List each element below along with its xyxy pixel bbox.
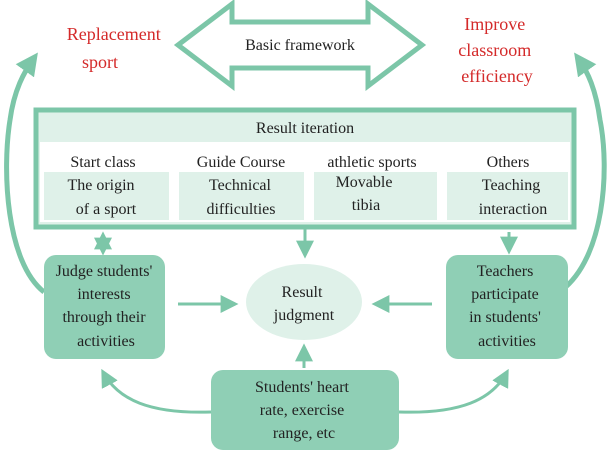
iteration-title: Result iteration — [256, 120, 354, 137]
bottom-box-line-1: Students' heart — [255, 379, 350, 396]
col1-body-line-2: of a sport — [76, 201, 137, 218]
col4-heading: Others — [487, 154, 530, 171]
bottom-box-line-2: rate, exercise — [260, 402, 344, 419]
bottom-box — [211, 370, 399, 450]
col3-heading: athletic sports — [327, 154, 416, 171]
result-judgment-ellipse — [246, 264, 362, 340]
col3-body-line-1: Movable — [336, 174, 393, 191]
outer-left-curve-arrow — [4, 52, 46, 294]
improve-line-1: Improve — [464, 14, 525, 34]
right-box-line-3: in students' — [469, 309, 541, 326]
bottom-box-line-3: range, etc — [273, 425, 335, 442]
left-box-line-3: through their — [62, 309, 146, 326]
col2-box — [179, 172, 304, 220]
result-judgment-line-2: judgment — [273, 307, 335, 324]
right-box-text: Teachers participate in students' activi… — [469, 263, 545, 350]
improve-line-3: efficiency — [461, 66, 533, 86]
left-box-line-4: activities — [77, 333, 135, 350]
left-box — [44, 255, 165, 359]
replacement-line-2: sport — [82, 52, 118, 72]
outer-right-curve-arrow — [560, 52, 607, 292]
col2-body-line-2: difficulties — [206, 201, 275, 218]
col4-body-line-2: interaction — [479, 201, 547, 218]
col1-heading: Start class — [70, 154, 135, 171]
col1-body-line-1: The origin — [67, 177, 134, 194]
left-box-line-1: Judge students' — [56, 263, 153, 280]
right-box-line-4: activities — [478, 333, 536, 350]
col4-box — [447, 172, 568, 220]
col1-box — [44, 172, 169, 220]
left-box-text: Judge students' interests through their … — [56, 263, 157, 350]
col3-box — [314, 172, 437, 220]
col3-body: Movable tibia — [336, 174, 397, 214]
framework-label: Basic framework — [245, 37, 355, 54]
arrow-bottom-right-curve — [398, 368, 509, 414]
col2-body: Technical difficulties — [206, 177, 275, 218]
result-judgment-text: Result judgment — [273, 284, 335, 324]
framework-double-arrow — [173, 0, 427, 92]
replacement-sport-label: Replacement sport — [67, 24, 165, 72]
arrow-bottom-left-curve — [101, 368, 212, 414]
right-box-line-1: Teachers — [477, 263, 534, 280]
col1-body: The origin of a sport — [67, 177, 138, 218]
improve-line-2: classroom — [458, 40, 531, 60]
bottom-box-text: Students' heart rate, exercise range, et… — [255, 379, 353, 442]
replacement-line-1: Replacement — [67, 24, 161, 44]
col3-body-line-2: tibia — [352, 197, 380, 214]
result-judgment-line-1: Result — [282, 284, 323, 301]
right-box-line-2: participate — [471, 286, 539, 303]
improve-efficiency-label: Improve classroom efficiency — [458, 14, 535, 86]
right-box — [446, 255, 568, 359]
col2-heading: Guide Course — [197, 154, 285, 171]
left-box-line-2: interests — [77, 286, 130, 303]
col4-body-line-1: Teaching — [482, 177, 540, 194]
col4-body: Teaching interaction — [479, 177, 547, 218]
col2-body-line-1: Technical — [209, 177, 272, 194]
